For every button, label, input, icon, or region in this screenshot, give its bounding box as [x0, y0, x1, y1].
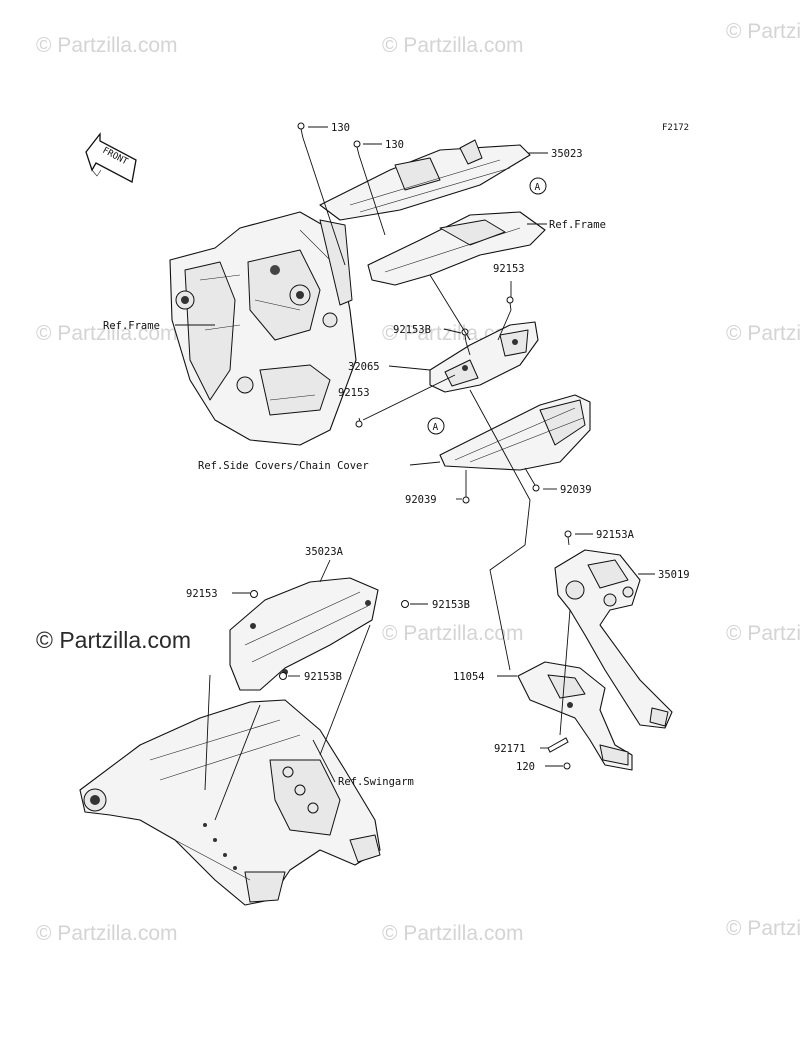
label-92153B: 92153B: [304, 671, 342, 683]
label-ref-frame: Ref.Frame: [103, 320, 160, 332]
svg-text:A: A: [433, 422, 439, 433]
label-35019: 35019: [658, 569, 690, 581]
watermark: © Partzilla.com: [382, 34, 524, 57]
label-35023: 35023: [551, 148, 583, 160]
watermark: © Partzilla.com: [382, 622, 524, 645]
label-32065: 32065: [348, 361, 380, 373]
label-130: 130: [385, 139, 404, 151]
label-130: 130: [331, 122, 350, 134]
side-cover-illustration: [439, 394, 591, 471]
label-92153: 92153: [186, 588, 218, 600]
bolt-icon: [564, 530, 572, 546]
watermark: © Partzilla.com: [36, 322, 178, 345]
part-labels: 130 130 35023 Ref.Frame 92153 Ref.Frame …: [103, 122, 690, 788]
watermark: © Partzilla.com: [36, 922, 178, 945]
front-arrow-icon: FRONT: [85, 132, 137, 183]
leader-lines: [175, 126, 655, 821]
label-92153B: 92153B: [393, 324, 431, 336]
label-92039: 92039: [560, 484, 592, 496]
watermark: © Partzilla.com: [726, 20, 800, 43]
watermark: © Partzilla.com: [36, 34, 178, 57]
pin-icon: [547, 737, 569, 753]
bolt-icon: [353, 140, 361, 156]
label-92153B: 92153B: [432, 599, 470, 611]
label-ref-frame: Ref.Frame: [549, 219, 606, 231]
bolt-icon: [355, 417, 363, 428]
rear-frame-illustration: [367, 211, 546, 286]
part-35023-illustration: [319, 139, 531, 221]
part-32065-illustration: [429, 321, 539, 393]
bolt-icon: [563, 762, 571, 770]
label-ref-swingarm: Ref.Swingarm: [338, 776, 414, 788]
label-92171: 92171: [494, 743, 526, 755]
bolt-icon: [250, 590, 258, 598]
callout-a-top: A: [529, 177, 547, 195]
watermark: © Partzilla.com: [726, 917, 800, 940]
bolt-icon: [531, 479, 540, 492]
label-120: 120: [516, 761, 535, 773]
label-92039: 92039: [405, 494, 437, 506]
watermark: © Partzilla.com: [726, 622, 800, 645]
swingarm-illustration: [79, 699, 381, 906]
part-35019-illustration: [554, 549, 673, 729]
bolt-icon: [401, 600, 409, 608]
watermark: © Partzilla.com: [726, 322, 800, 345]
watermark-layer: © Partzilla.com © Partzilla.com © Partzi…: [36, 20, 800, 945]
label-ref-side-covers: Ref.Side Covers/Chain Cover: [198, 460, 369, 472]
watermark-strong: © Partzilla.com: [36, 627, 191, 653]
figure-code: F2172: [662, 123, 689, 133]
svg-text:A: A: [535, 182, 541, 193]
bolt-icon: [297, 122, 305, 139]
label-92153: 92153: [493, 263, 525, 275]
callout-a-bottom: A: [427, 417, 445, 435]
label-92153A: 92153A: [596, 529, 635, 541]
hardware-icons: [250, 122, 572, 770]
label-92153: 92153: [338, 387, 370, 399]
frame-illustration: [169, 211, 357, 446]
part-35023A-illustration: [229, 577, 379, 691]
bolt-icon: [279, 672, 287, 680]
watermark: © Partzilla.com: [382, 922, 524, 945]
label-35023A: 35023A: [305, 546, 344, 558]
bolt-icon: [506, 296, 514, 311]
label-11054: 11054: [453, 671, 485, 683]
bolt-icon: [462, 488, 470, 504]
part-11054-illustration: [517, 661, 633, 771]
